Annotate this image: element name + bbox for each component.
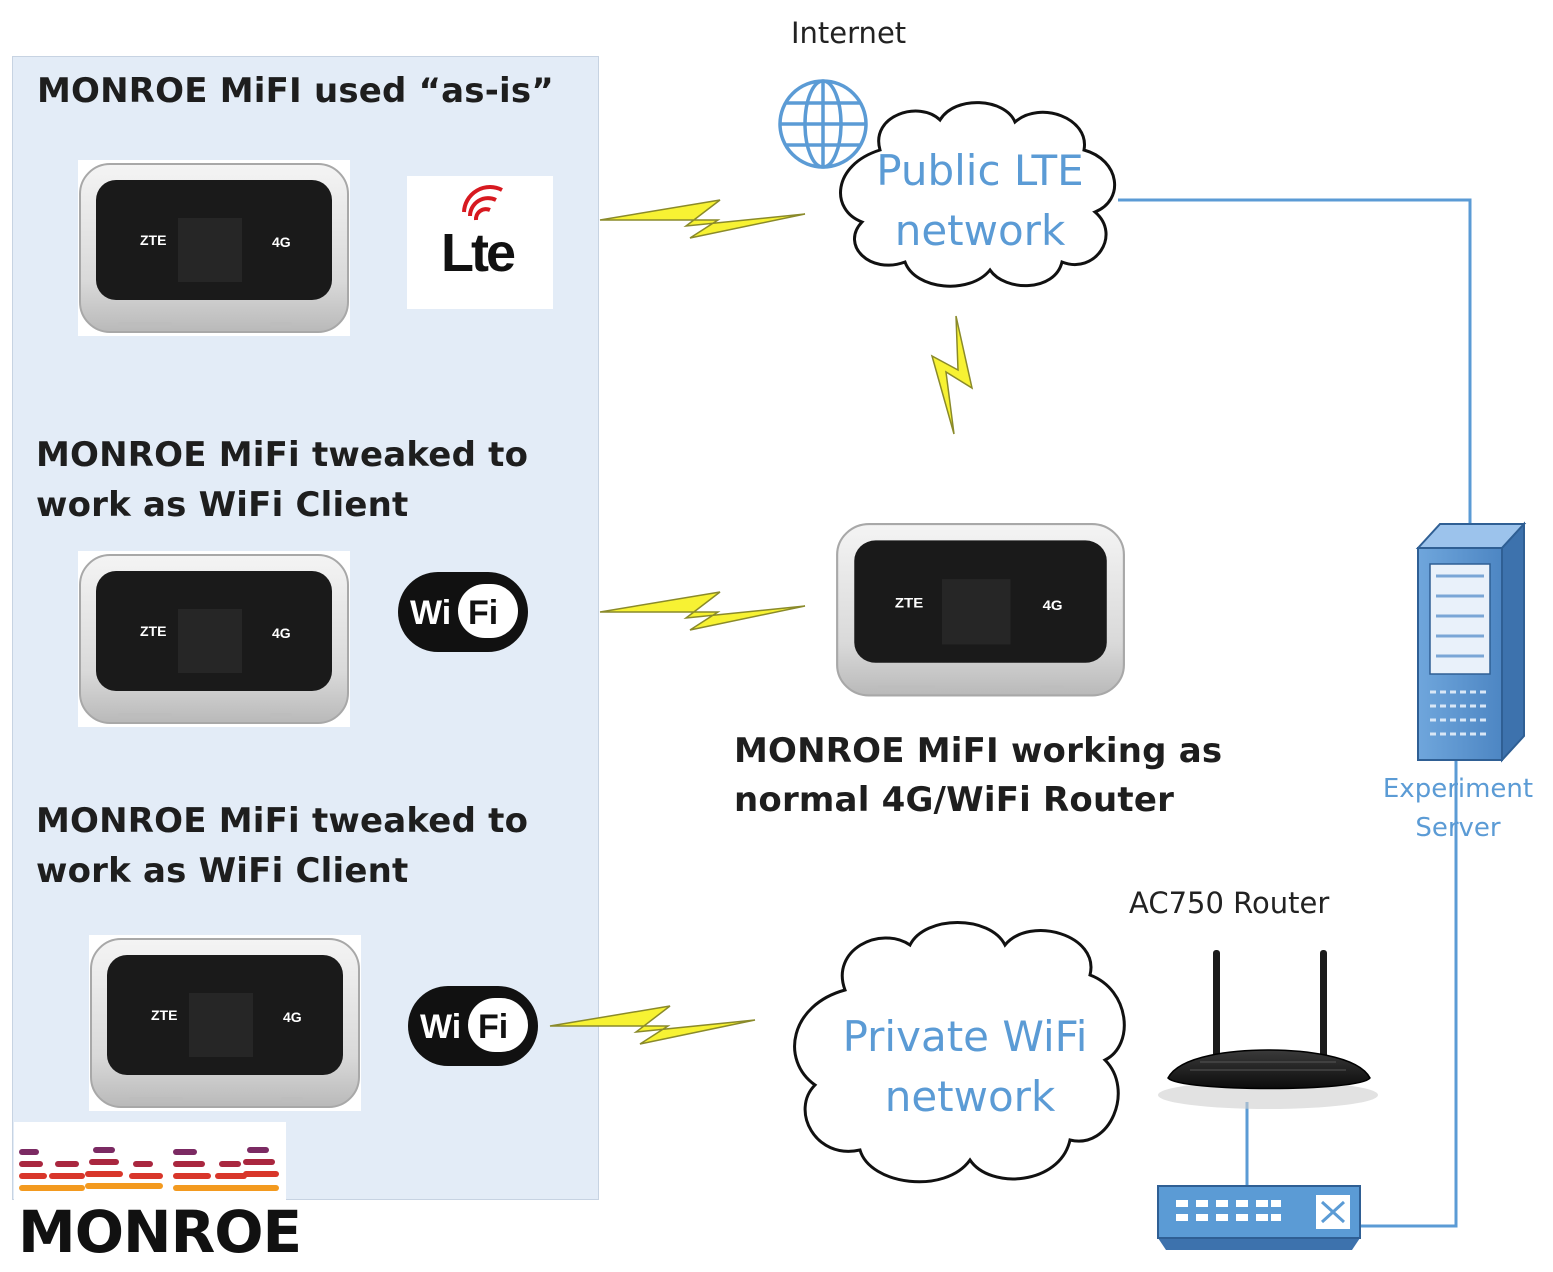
- internet-label: Internet: [791, 16, 907, 50]
- experiment-server-icon: [1415, 521, 1527, 763]
- private-wifi-cloud-line2: network: [884, 1072, 1056, 1121]
- experiment-server-label-line1: Experiment: [1382, 774, 1534, 804]
- public-lte-cloud-line2: network: [894, 206, 1066, 255]
- wired-connections: [1118, 198, 1472, 1228]
- section2-title-line2: work as WiFi Client: [36, 485, 409, 525]
- ac750-router-icon: [1158, 950, 1378, 1109]
- lte-logo: Lte: [407, 176, 553, 309]
- wifi-logo-1: Wi Fi: [398, 572, 528, 652]
- ac750-router-label: AC750 Router: [1129, 886, 1330, 920]
- section3-title-line2: work as WiFi Client: [36, 851, 409, 891]
- monroe-logo: MONROE: [14, 1122, 302, 1272]
- section3-title-line1: MONROE MiFi tweaked to: [36, 801, 529, 841]
- globe-icon: [778, 79, 868, 169]
- mifi-device-3: [88, 934, 362, 1112]
- wifi-logo-2-left: Wi: [420, 1008, 461, 1046]
- section1-title: MONROE MiFI used “as-is”: [37, 71, 554, 111]
- public-lte-cloud: [839, 101, 1117, 288]
- public-lte-cloud-line1: Public LTE: [876, 146, 1084, 195]
- monroe-logo-text: MONROE: [18, 1198, 301, 1266]
- section2-title-line1: MONROE MiFi tweaked to: [36, 435, 529, 475]
- wifi-client-link-bolt: [599, 591, 806, 631]
- center-mifi-router-device: ZTE 4G: [836, 523, 1125, 697]
- center-device-line1: MONROE MiFI working as: [734, 731, 1223, 771]
- experiment-server-label-line2: Server: [1415, 813, 1501, 843]
- wifi-logo-1-left: Wi: [410, 594, 451, 632]
- private-wifi-cloud: [793, 921, 1126, 1184]
- network-switch-icon: [1157, 1185, 1361, 1250]
- lte-logo-text: Lte: [441, 223, 515, 283]
- mifi-device-2: [77, 550, 351, 728]
- private-wifi-cloud-line1: Private WiFi: [842, 1012, 1088, 1061]
- mifi-device-1: [77, 159, 351, 337]
- wifi-logo-2-right: Fi: [478, 1008, 508, 1046]
- wifi-logo-2: Wi Fi: [408, 986, 538, 1066]
- center-device-line2: normal 4G/WiFi Router: [734, 780, 1175, 820]
- center-zte-brand-text: ZTE: [895, 596, 924, 612]
- private-wifi-link-bolt: [549, 1005, 756, 1045]
- wifi-logo-1-right: Fi: [468, 594, 498, 632]
- lte-wireless-link-bolt: [599, 199, 806, 239]
- center-4g-badge-text: 4G: [1043, 598, 1063, 614]
- router-lte-link-bolt: [930, 315, 974, 435]
